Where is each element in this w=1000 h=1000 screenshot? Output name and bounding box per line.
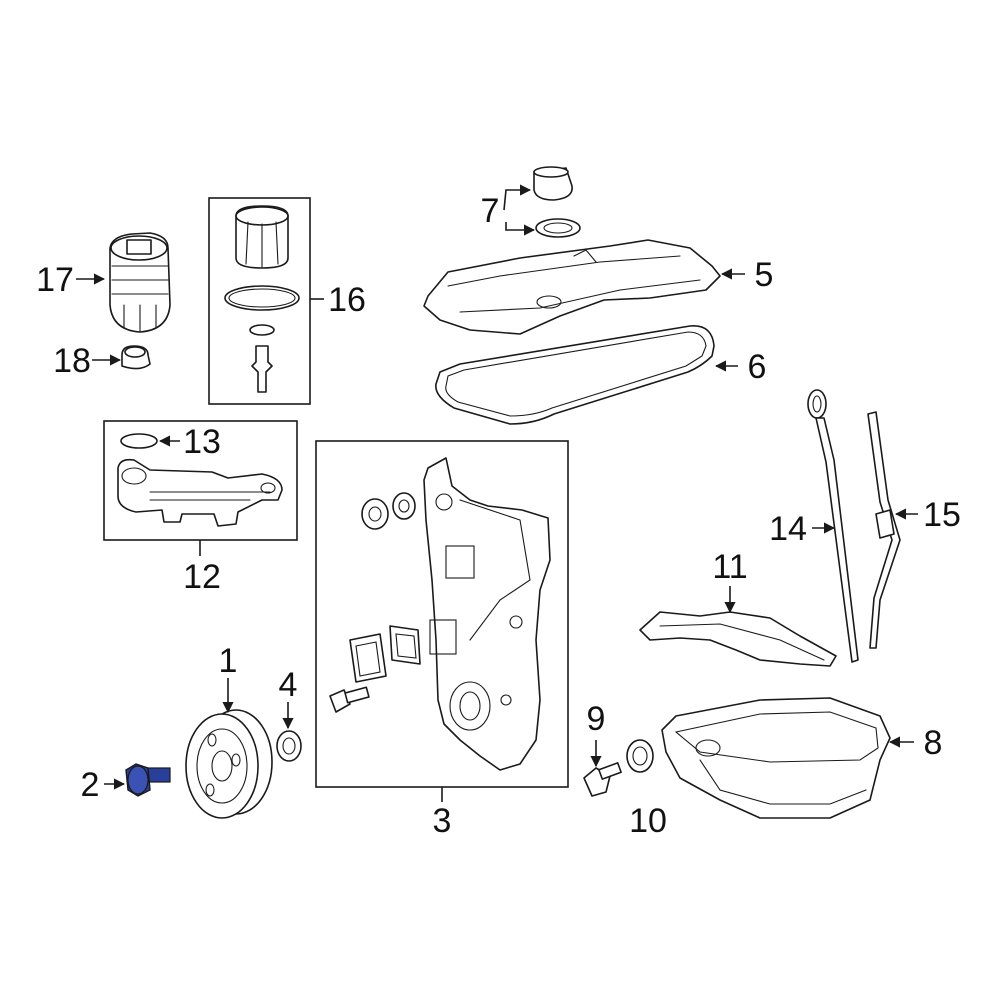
part-timing-cover-seals[interactable] (329, 492, 421, 713)
callout-4: 4 (279, 666, 298, 704)
callout-18: 18 (53, 342, 91, 380)
part-timing-cover[interactable] (423, 457, 551, 771)
callout-10: 10 (629, 802, 667, 840)
group-box-16 (208, 197, 311, 405)
callout-9: 9 (587, 700, 606, 738)
callout-14: 14 (769, 510, 807, 548)
part-oil-filler-cap[interactable] (533, 166, 581, 238)
callout-13: 13 (183, 423, 221, 461)
callout-3: 3 (433, 802, 452, 840)
callout-17: 17 (36, 261, 74, 299)
part-o-ring-13[interactable] (120, 433, 158, 449)
callout-16: 16 (328, 281, 366, 319)
part-valve-cover[interactable] (423, 239, 721, 335)
callout-1: 1 (219, 642, 238, 680)
callout-5: 5 (755, 256, 774, 294)
callout-15: 15 (923, 496, 961, 534)
callout-11: 11 (712, 548, 747, 586)
part-oil-filter-cap[interactable] (109, 232, 171, 333)
part-dipstick-tube[interactable] (867, 411, 901, 649)
part-oil-cooler-12[interactable] (117, 458, 283, 527)
part-crank-seal[interactable] (276, 730, 302, 762)
callout-8: 8 (924, 724, 943, 762)
callout-6: 6 (748, 348, 767, 386)
part-baffle-plate[interactable] (639, 611, 837, 667)
callout-7: 7 (481, 192, 500, 230)
part-dipstick[interactable] (807, 389, 859, 663)
part-oil-seal-10[interactable] (626, 739, 654, 773)
part-oil-filter-kit[interactable] (224, 205, 300, 393)
part-drain-plug-18[interactable] (121, 345, 151, 370)
part-pulley-bolt[interactable] (125, 763, 171, 797)
part-oil-pan[interactable] (661, 697, 891, 819)
callout-12: 12 (183, 558, 221, 596)
callout-2: 2 (81, 766, 100, 804)
part-valve-cover-gasket[interactable] (435, 325, 715, 425)
part-crankshaft-pulley[interactable] (185, 709, 273, 819)
part-sensor-9[interactable] (583, 762, 622, 797)
leader-7b (505, 222, 536, 236)
leader-7a (503, 184, 532, 211)
